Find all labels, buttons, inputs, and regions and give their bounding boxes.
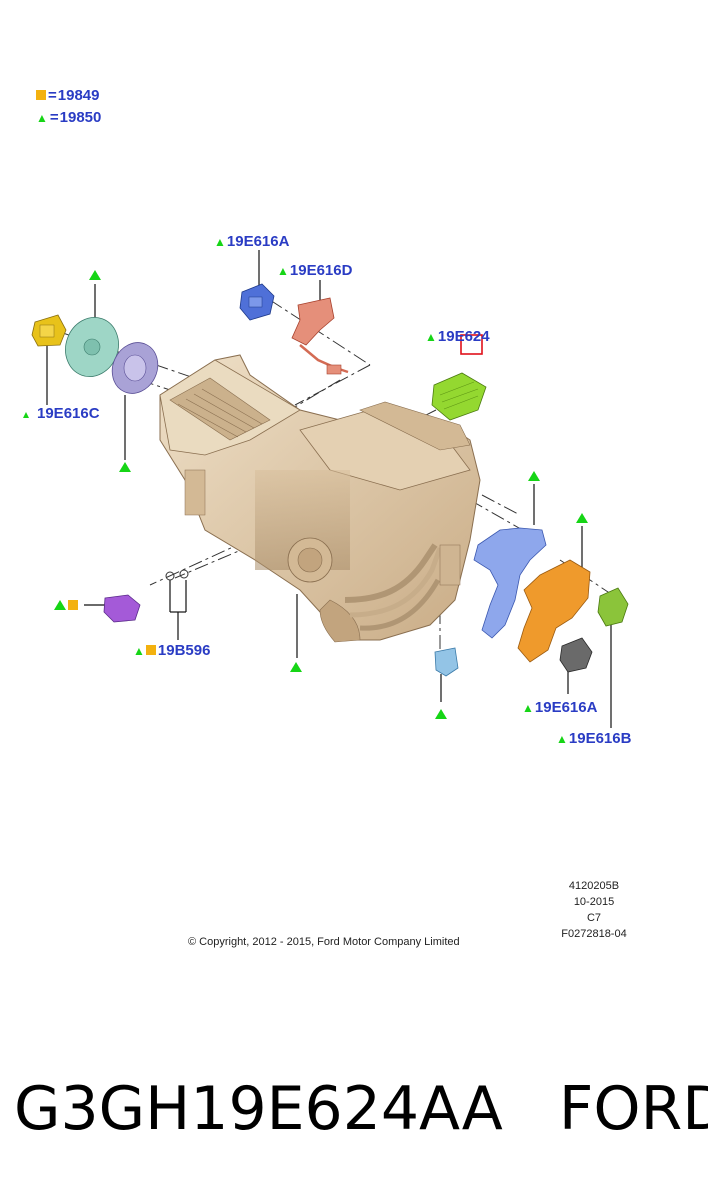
triangle-icon: ▲ [214, 235, 226, 249]
callout-text: 19E616A [226, 233, 290, 250]
meta-line-2: 10-2015 [573, 896, 615, 908]
part-number: G3GH19E624AA [14, 1074, 503, 1144]
highlight-box [460, 334, 483, 355]
square-marker [68, 600, 78, 610]
callout-text: 19E616D [289, 262, 353, 279]
brand-name: FORD [558, 1074, 708, 1144]
triangle-icon: ▲ [556, 732, 568, 746]
callout-text: 19E616A [534, 699, 598, 716]
triangle-icon: ▲ [277, 264, 289, 278]
dark-actuator [559, 637, 593, 673]
legend-triangle: ▲=19850 [36, 109, 102, 126]
leader-lines [46, 250, 612, 728]
callout-19e616a-bottom: ▲19E616A [522, 700, 597, 715]
triangle-markers [23, 270, 588, 719]
callout-text: 19B596 [157, 642, 211, 659]
meta-line-4: F0272818-04 [561, 928, 627, 940]
legend-square: =19849 [36, 88, 99, 103]
callout-19e616a-top: ▲19E616A [214, 234, 289, 249]
callout-text: 19E624 [437, 328, 490, 345]
orange-linkage [517, 559, 591, 663]
actuator-19e616b [597, 587, 629, 627]
wire-clips [165, 569, 189, 581]
actuator-19e616c [31, 314, 67, 347]
callout-text: 19E616B [568, 730, 632, 747]
meta-line-1: 4120205B [568, 880, 620, 892]
blue-bracket [473, 527, 547, 639]
teal-plate [65, 317, 119, 377]
small-blue-bracket [434, 647, 459, 677]
module-19e624 [431, 372, 487, 421]
triangle-icon: ▲ [36, 111, 48, 125]
meta-line-3: C7 [586, 912, 602, 924]
linkage-19e616d [291, 297, 349, 375]
actuator-19e616a-top [239, 283, 275, 321]
triangle-icon: ▲ [133, 644, 145, 658]
callout-19e616c: 19E616C [37, 406, 100, 421]
heater-housing [159, 354, 481, 643]
callout-19e616d: ▲19E616D [277, 263, 352, 278]
copyright-notice: © Copyright, 2012 - 2015, Ford Motor Com… [188, 936, 460, 948]
callout-text: 19E616C [37, 405, 100, 422]
triangle-icon: ▲ [425, 330, 437, 344]
triangle-icon: ▲ [522, 701, 534, 715]
legend-square-code: 19849 [57, 87, 100, 104]
callout-19e624: ▲19E624 [425, 329, 490, 344]
callout-19e616b: ▲19E616B [556, 731, 631, 746]
square-icon [145, 645, 156, 655]
callout-19b596: ▲ 19B596 [133, 643, 210, 658]
purple-connector [103, 594, 141, 623]
square-icon [36, 90, 46, 100]
diagram-metadata: 4120205B 10-2015 C7 F0272818-04 [552, 878, 636, 942]
purple-motor [111, 342, 159, 394]
legend-triangle-code: 19850 [59, 109, 102, 126]
part-number-caption: G3GH19E624AA FORD [14, 1074, 708, 1144]
